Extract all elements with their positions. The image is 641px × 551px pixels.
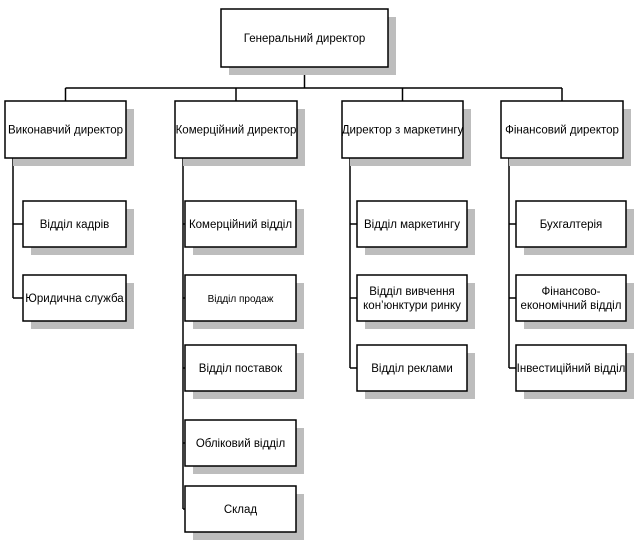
node-label: Комерційний відділ <box>189 219 292 231</box>
node-label: Склад <box>224 504 258 516</box>
node-department: Відділ поставок <box>184 344 304 399</box>
node-label: Виконавчий директор <box>8 125 123 137</box>
box-frame <box>184 274 297 322</box>
node-label: Фінансово- <box>542 286 601 298</box>
node-label: економічний відділ <box>521 300 622 312</box>
node-department: Комерційний відділ <box>184 200 304 255</box>
box-frame <box>515 200 627 248</box>
box-frame <box>341 100 464 159</box>
node-label: Відділ продаж <box>208 294 274 305</box>
node-label: Бухгалтерія <box>540 219 603 231</box>
node-label: Обліковий відділ <box>196 438 285 450</box>
box-frame <box>174 100 298 159</box>
node-department: Інвестиційний відділ <box>515 344 634 399</box>
box-frame <box>22 274 127 322</box>
box-frame <box>220 8 389 68</box>
box-frame <box>184 200 297 248</box>
node-department: Відділ реклами <box>356 344 475 399</box>
node-department: Фінансово-економічний відділ <box>515 274 634 329</box>
box-frame <box>184 419 297 467</box>
node-department: Відділ кадрів <box>22 200 134 255</box>
node-label: Інвестиційний відділ <box>517 363 626 375</box>
node-label: кон’юнктури ринку <box>363 300 461 312</box>
box-frame <box>4 100 127 159</box>
box-frame <box>515 274 627 322</box>
node-label: Директор з маркетингу <box>342 125 464 137</box>
node-department: Обліковий відділ <box>184 419 304 474</box>
box-frame <box>356 274 468 322</box>
node-label: Фінансовий директор <box>505 125 619 137</box>
box-frame <box>356 200 468 248</box>
box-frame <box>356 344 468 392</box>
node-branch: Директор з маркетингу <box>341 100 471 166</box>
node-department: Відділ маркетингу <box>356 200 475 255</box>
node-label: Відділ маркетингу <box>364 219 460 231</box>
box-frame <box>515 344 627 392</box>
node-branch: Фінансовий директор <box>500 100 631 166</box>
node-department: Відділ продаж <box>184 274 304 329</box>
node-label: Відділ кадрів <box>40 219 110 231</box>
node-branch: Виконавчий директор <box>4 100 134 166</box>
node-branch: Комерційний директор <box>174 100 305 166</box>
node-label: Комерційний директор <box>176 125 297 137</box>
node-label: Відділ реклами <box>371 363 453 375</box>
box-frame <box>22 200 127 248</box>
node-root: Генеральний директор <box>220 8 396 75</box>
connector-lines <box>12 67 563 510</box>
node-department: Склад <box>184 485 304 540</box>
node-label: Юридична служба <box>25 293 124 305</box>
node-department: Бухгалтерія <box>515 200 634 255</box>
box-frame <box>184 485 297 533</box>
node-label: Відділ вивчення <box>369 286 455 298</box>
node-label: Генеральний директор <box>244 33 366 45</box>
node-department: Юридична служба <box>22 274 134 329</box>
node-label: Відділ поставок <box>199 363 283 375</box>
box-frame <box>500 100 624 159</box>
node-department: Відділ вивчення кон’юнктури ринку <box>356 274 475 329</box>
box-frame <box>184 344 297 392</box>
